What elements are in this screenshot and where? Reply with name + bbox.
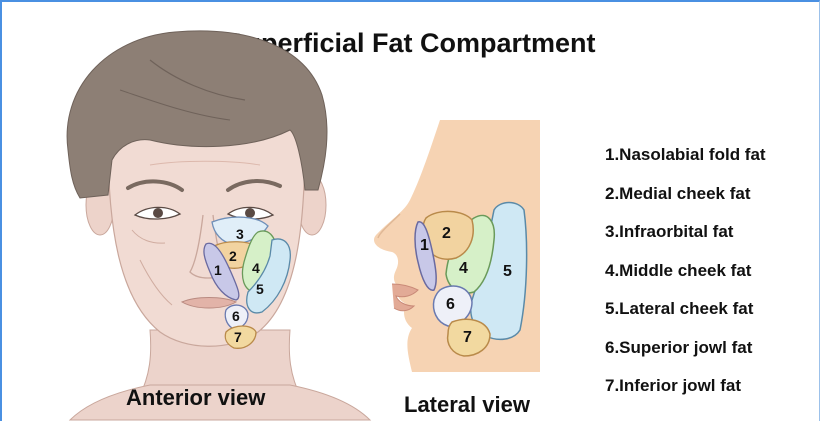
anterior-view-label: Anterior view [126, 385, 265, 411]
anterior-number-1: 1 [214, 262, 222, 278]
legend-item-lateral-cheek-fat: 5.Lateral cheek fat [605, 300, 766, 339]
lateral-number-2: 2 [442, 225, 451, 242]
lateral-view-label: Lateral view [404, 392, 530, 418]
legend-item-middle-cheek-fat: 4.Middle cheek fat [605, 262, 766, 301]
legend-item-nasolabial-fold-fat: 1.Nasolabial fold fat [605, 146, 766, 185]
legend-item-infraorbital-fat: 3.Infraorbital fat [605, 223, 766, 262]
lateral-number-4: 4 [459, 260, 468, 277]
lateral-number-6: 6 [446, 296, 455, 313]
legend-item-superior-jowl-fat: 6.Superior jowl fat [605, 339, 766, 378]
legend: 1.Nasolabial fold fat 2.Medial cheek fat… [605, 146, 766, 416]
left-iris [153, 208, 163, 218]
anterior-number-7: 7 [234, 329, 242, 345]
anterior-number-2: 2 [229, 248, 237, 264]
anterior-number-6: 6 [232, 308, 240, 324]
lateral-number-5: 5 [503, 263, 512, 280]
right-iris [245, 208, 255, 218]
lateral-number-1: 1 [420, 237, 429, 254]
legend-item-inferior-jowl-fat: 7.Inferior jowl fat [605, 377, 766, 416]
lateral-number-7: 7 [463, 329, 472, 346]
anterior-number-5: 5 [256, 281, 264, 297]
anterior-number-3: 3 [236, 226, 244, 242]
legend-item-medial-cheek-fat: 2.Medial cheek fat [605, 185, 766, 224]
anterior-number-4: 4 [252, 260, 260, 276]
